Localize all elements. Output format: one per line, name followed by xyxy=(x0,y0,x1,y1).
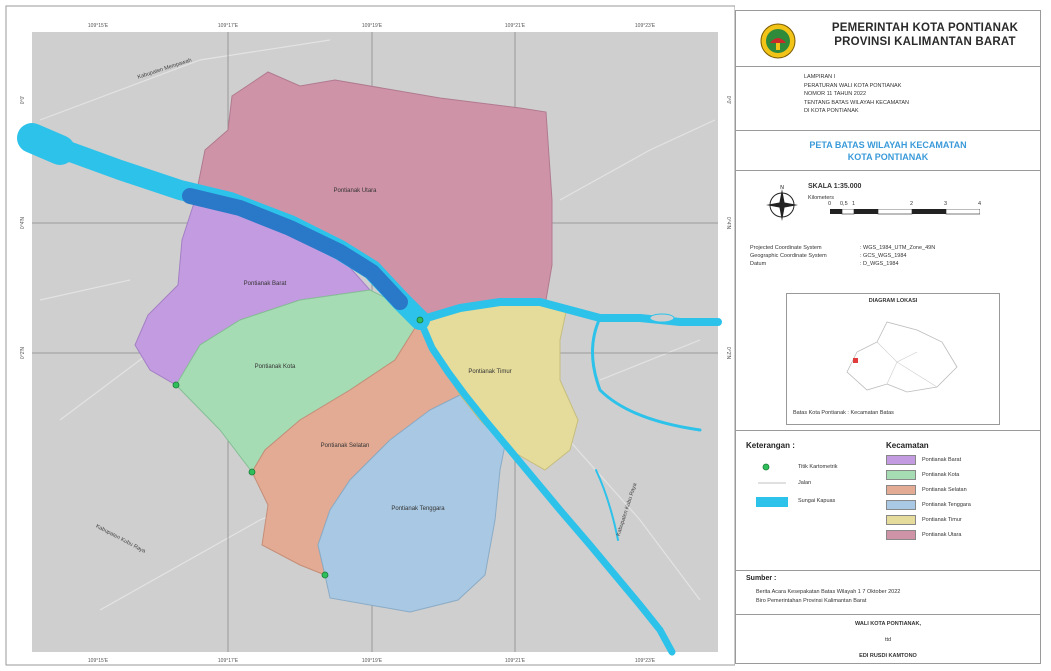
map-title-line2: KOTA PONTIANAK xyxy=(847,152,929,162)
tick-top: 109°23'E xyxy=(635,23,656,29)
inset-location-marker xyxy=(853,358,858,363)
label-pontianak-tenggara: Pontianak Tenggara xyxy=(391,506,445,512)
signature-name: EDI RUSDI KAMTONO xyxy=(859,653,917,659)
kartometrik-point xyxy=(248,468,256,476)
tick-bottom: 109°19'E xyxy=(362,658,383,664)
kecamatan-label: Pontianak Kota xyxy=(922,472,960,478)
kartometrik-point xyxy=(321,571,329,579)
north-arrow-icon: N xyxy=(766,185,798,221)
city-emblem-icon xyxy=(760,23,796,59)
sumber-box: Sumber : Berita Acara Kesepakatan Batas … xyxy=(736,571,1040,615)
tick-right: 0°0' xyxy=(725,96,731,105)
label-pontianak-selatan: Pontianak Selatan xyxy=(321,443,370,449)
scale-box: N SKALA 1:35.000 Kilometers 0 0,5 1 2 3 … xyxy=(736,171,1040,431)
signature-office: WALI KOTA PONTIANAK, xyxy=(855,621,921,627)
scale-tick: 2 xyxy=(910,201,914,207)
legend-item-label: Titik Kartometrik xyxy=(798,464,838,470)
river-island xyxy=(649,313,675,323)
projection-value: : GCS_WGS_1984 xyxy=(860,253,907,259)
swatch-pontianak-timur xyxy=(886,515,916,525)
projection-value: : D_WGS_1984 xyxy=(860,261,899,267)
kecamatan-label: Pontianak Selatan xyxy=(922,487,967,493)
swatch-pontianak-tenggara xyxy=(886,500,916,510)
projection-label: Projected Coordinate System xyxy=(750,245,822,251)
tick-top: 109°15'E xyxy=(88,23,109,29)
kecamatan-label: Pontianak Timur xyxy=(922,517,962,523)
scale-tick: 4 xyxy=(978,201,982,207)
kecamatan-label: Pontianak Tenggara xyxy=(922,502,971,508)
river-symbol-icon xyxy=(756,497,788,507)
swatch-pontianak-barat xyxy=(886,455,916,465)
tick-top: 109°17'E xyxy=(218,23,239,29)
lampiran-box: LAMPIRAN I PERATURAN WALI KOTA PONTIANAK… xyxy=(736,67,1040,131)
point-symbol-icon xyxy=(762,463,770,471)
projection-value: : WGS_1984_UTM_Zone_49N xyxy=(860,245,936,251)
projection-label: Geographic Coordinate System xyxy=(750,253,827,259)
sumber-line: Berita Acara Kesepakatan Batas Wilayah 1… xyxy=(756,589,901,595)
header-title-line2: PROVINSI KALIMANTAN BARAT xyxy=(834,36,1016,48)
header-title-line1: PEMERINTAH KOTA PONTIANAK xyxy=(831,22,1019,34)
lampiran-line: TENTANG BATAS WILAYAH KECAMATAN xyxy=(804,99,910,106)
label-pontianak-utara: Pontianak Utara xyxy=(333,188,377,194)
tick-bottom: 109°15'E xyxy=(88,658,109,664)
legend-panel: PEMERINTAH KOTA PONTIANAK PROVINSI KALIM… xyxy=(735,10,1041,664)
lampiran-line: PERATURAN WALI KOTA PONTIANAK xyxy=(804,82,902,89)
signature-box: WALI KOTA PONTIANAK, ttd EDI RUSDI KAMTO… xyxy=(736,615,1040,665)
header-title: PEMERINTAH KOTA PONTIANAK PROVINSI KALIM… xyxy=(818,21,1032,49)
tick-left: 0°0' xyxy=(20,96,26,105)
kartometrik-points xyxy=(172,316,424,579)
lampiran-line: LAMPIRAN I xyxy=(804,74,836,80)
scale-unit: Kilometers xyxy=(808,195,834,201)
tick-left: 0°2'N xyxy=(20,347,26,360)
map-title-box: PETA BATAS WILAYAH KECAMATAN KOTA PONTIA… xyxy=(736,131,1040,171)
header-box: PEMERINTAH KOTA PONTIANAK PROVINSI KALIM… xyxy=(736,11,1040,67)
map-canvas[interactable]: Pontianak Utara Pontianak Barat Pontiana… xyxy=(0,0,735,671)
swatch-pontianak-kota xyxy=(886,470,916,480)
lampiran-text: LAMPIRAN I PERATURAN WALI KOTA PONTIANAK… xyxy=(804,73,909,116)
legend-item-label: Jalan xyxy=(798,480,812,486)
kecamatan-title: Kecamatan xyxy=(886,441,929,450)
scale-tick: 0,5 xyxy=(840,201,848,207)
kartometrik-point xyxy=(172,381,180,389)
legend-symbols xyxy=(756,463,788,507)
swatch-pontianak-selatan xyxy=(886,485,916,495)
tick-right: 0°4'N xyxy=(725,217,731,230)
inset-diagram xyxy=(846,321,958,393)
tick-bottom: 109°17'E xyxy=(218,658,239,664)
lampiran-line: NOMOR 11 TAHUN 2022 xyxy=(804,91,867,98)
inset-caption: Batas Kota Pontianak : Kecamatan Batas xyxy=(793,410,894,416)
legend-item-label: Sungai Kapuas xyxy=(798,498,836,504)
scale-tick: 0 xyxy=(828,201,832,207)
sumber-title: Sumber : xyxy=(746,575,777,582)
inset-title: DIAGRAM LOKASI xyxy=(868,298,918,304)
scale-label: SKALA 1:35.000 xyxy=(808,183,862,190)
label-pontianak-kota: Pontianak Kota xyxy=(255,364,296,370)
swatch-pontianak-utara xyxy=(886,530,916,540)
scale-tick: 3 xyxy=(944,201,948,207)
legend-title: Keterangan : xyxy=(746,441,795,450)
kecamatan-label: Pontianak Barat xyxy=(922,457,962,463)
map-title-line1: PETA BATAS WILAYAH KECAMATAN xyxy=(809,140,967,150)
scale-tick: 1 xyxy=(852,201,856,207)
tick-bottom: 109°23'E xyxy=(635,658,656,664)
label-pontianak-barat: Pontianak Barat xyxy=(244,281,287,287)
legend-box: Keterangan : Titik Kartometrik Jalan Sun… xyxy=(736,431,1040,571)
tick-top: 109°19'E xyxy=(362,23,383,29)
tick-bottom: 109°21'E xyxy=(505,658,526,664)
svg-text:N: N xyxy=(780,185,784,191)
inset-map: DIAGRAM LOKASI Batas Kota Pontianak : Ke… xyxy=(786,293,1000,425)
label-pontianak-timur: Pontianak Timur xyxy=(468,369,511,375)
sumber-line: Biro Pemerintahan Provinsi Kalimantan Ba… xyxy=(756,598,867,604)
map-title: PETA BATAS WILAYAH KECAMATAN KOTA PONTIA… xyxy=(736,139,1040,163)
tick-top: 109°21'E xyxy=(505,23,526,29)
kecamatan-label: Pontianak Utara xyxy=(922,532,962,538)
signature-ttd: ttd xyxy=(884,637,892,643)
projection-label: Datum xyxy=(750,261,767,267)
scale-bar xyxy=(830,209,980,215)
kartometrik-point xyxy=(416,316,424,324)
tick-right: 0°2'N xyxy=(725,347,731,360)
tick-left: 0°4'N xyxy=(20,217,26,230)
river-kapuas xyxy=(17,123,722,656)
lampiran-line: DI KOTA PONTIANAK xyxy=(804,108,859,115)
